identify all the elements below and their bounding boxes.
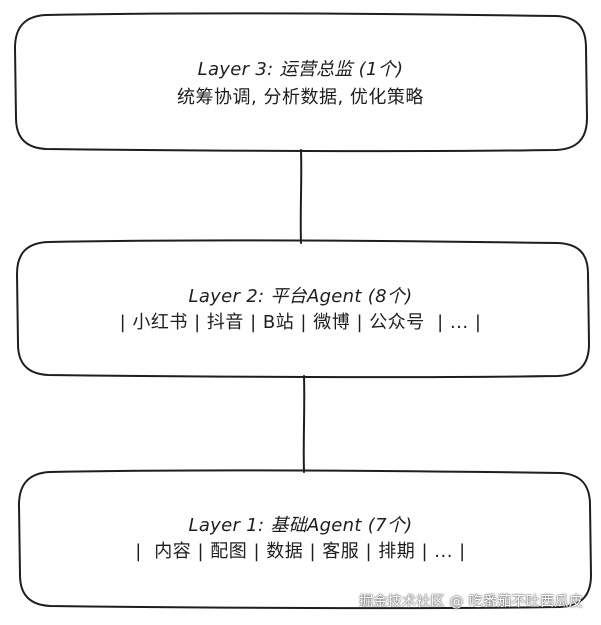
connector-layer3-layer2	[299, 149, 303, 244]
layer-1-description: | 内容 | 配图 | 数据 | 客服 | 排期 | ... |	[135, 541, 466, 562]
layer-3-description: 统筹协调, 分析数据, 优化策略	[177, 87, 424, 108]
layer-1-box	[18, 469, 592, 610]
layer-2-box	[16, 239, 590, 379]
layer-2-description: | 小红书 | 抖音 | B站 | 微博 | 公众号 | ... |	[119, 312, 482, 333]
layer-1-title: Layer 1: 基础Agent (7个)	[188, 515, 413, 536]
watermark-text: 掘金技术社区 @ 吃番茄不吐西瓜皮	[359, 594, 583, 610]
layer-3-box	[14, 12, 588, 153]
layer-3-title: Layer 3: 运营总监 (1个)	[197, 59, 404, 80]
connector-layer2-layer1	[302, 375, 306, 473]
layer-2-title: Layer 2: 平台Agent (8个)	[188, 286, 413, 307]
